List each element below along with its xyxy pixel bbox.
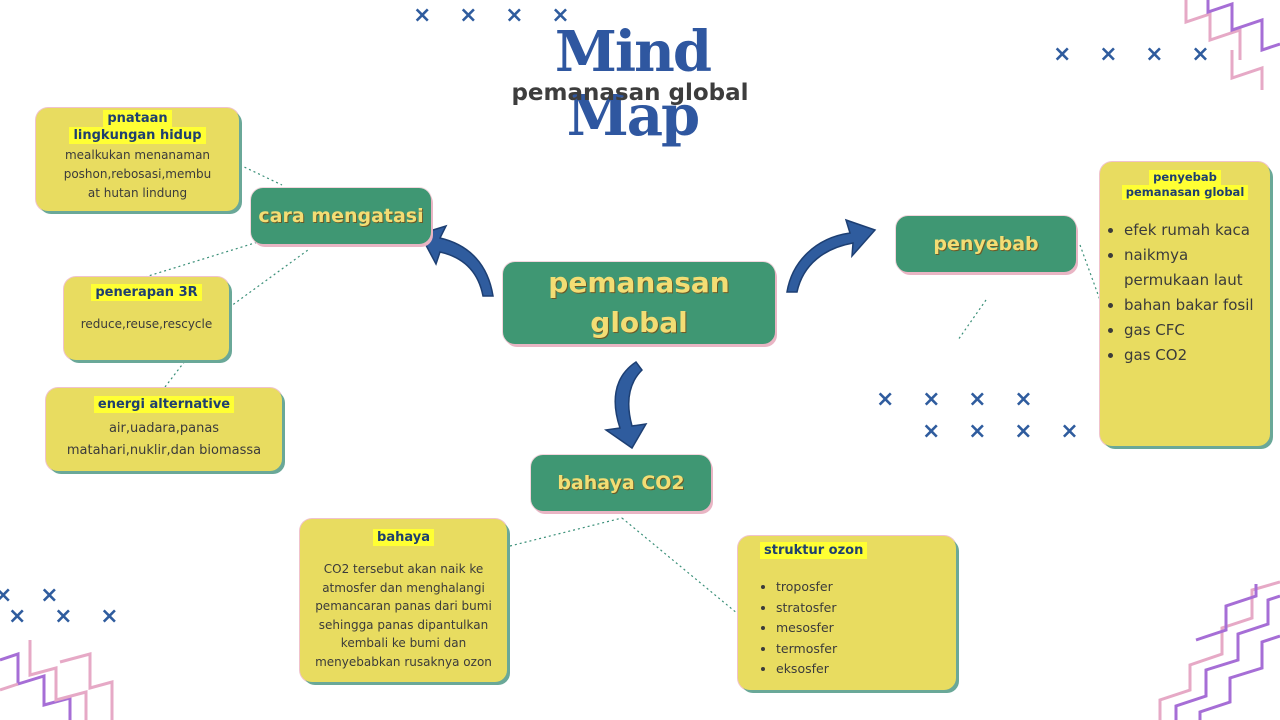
box-heading: pnataan bbox=[103, 110, 172, 127]
box-body-line: CO2 tersebut akan naik ke bbox=[323, 562, 484, 576]
cross-marks: × × bbox=[0, 583, 69, 608]
list-item: efek rumah kaca bbox=[1124, 218, 1270, 243]
box-heading: penerapan 3R bbox=[91, 284, 202, 301]
box-heading: bahaya bbox=[373, 529, 434, 546]
box-body-line: atmosfer dan menghalangi bbox=[322, 580, 485, 595]
branch-node-penyebab: penyebab bbox=[896, 216, 1076, 272]
connector-line bbox=[957, 299, 987, 341]
list-item: bahan bakar fosil bbox=[1124, 293, 1270, 318]
list-item: mesosfer bbox=[776, 618, 956, 639]
box-body-line: sehingga panas dipantulkan bbox=[318, 617, 489, 632]
box-body-line: menyebabkan rusaknya ozon bbox=[315, 654, 492, 669]
box-heading: lingkungan hidup bbox=[69, 127, 206, 144]
cross-marks: × × × × bbox=[922, 419, 1089, 444]
arrow-left-icon bbox=[418, 224, 494, 297]
center-node-line1: pemanasan bbox=[548, 266, 730, 299]
box-body-line: pemancaran panas dari bumi bbox=[315, 599, 492, 613]
page-title: Mind Map bbox=[554, 19, 712, 149]
box-body-line: poshon,rebosasi,membu bbox=[63, 167, 212, 181]
list-item: termosfer bbox=[776, 639, 956, 660]
connector-line bbox=[509, 517, 623, 547]
cross-marks: × × × × bbox=[876, 387, 1043, 412]
connector-line bbox=[239, 164, 283, 186]
info-box-penataan: pnataan lingkungan hidup mealkukan menan… bbox=[36, 108, 239, 211]
info-box-energi-alternative: energi alternative air,uadara,panas mata… bbox=[46, 388, 282, 471]
zigzag-decoration-bottom-left bbox=[0, 640, 114, 720]
list-item: gas CO2 bbox=[1124, 343, 1270, 368]
info-box-penerapan-3r: penerapan 3R reduce,reuse,rescycle bbox=[64, 277, 229, 360]
branch-node-cara-mengatasi: cara mengatasi bbox=[251, 188, 431, 244]
arrow-down-icon bbox=[604, 360, 648, 450]
page-subtitle: pemanasan global bbox=[511, 80, 749, 106]
box-body-line: at hutan lindung bbox=[87, 186, 188, 200]
arrow-right-icon bbox=[786, 218, 877, 293]
connector-line bbox=[164, 334, 206, 388]
info-box-penyebab: penyebab pemanasan global efek rumah kac… bbox=[1100, 162, 1270, 446]
box-heading: penyebab bbox=[1149, 170, 1221, 185]
box-body-line: matahari,nuklir,dan biomassa bbox=[66, 443, 262, 458]
list-item: troposfer bbox=[776, 577, 956, 598]
list-item: naikmya permukaan laut bbox=[1124, 243, 1270, 293]
list-item: stratosfer bbox=[776, 598, 956, 619]
info-box-struktur-ozon: struktur ozon troposfer stratosfer mesos… bbox=[738, 536, 956, 690]
box-heading: struktur ozon bbox=[760, 542, 868, 559]
box-heading: energi alternative bbox=[93, 396, 235, 413]
list-item: eksosfer bbox=[776, 659, 956, 680]
zigzag-decoration-top-right bbox=[1184, 0, 1280, 90]
branch-node-bahaya-co2: bahaya CO2 bbox=[531, 455, 711, 511]
center-node: pemanasan global bbox=[503, 262, 775, 344]
zigzag-decoration-bottom-right bbox=[1158, 580, 1280, 720]
box-body-line: reduce,reuse,rescycle bbox=[80, 317, 213, 331]
box-heading: pemanasan global bbox=[1121, 185, 1249, 200]
box-body-line: air,uadara,panas bbox=[108, 421, 220, 436]
connector-line bbox=[621, 517, 739, 615]
cross-marks: × × × × bbox=[413, 3, 580, 28]
info-box-bahaya: bahaya CO2 tersebut akan naik ke atmosfe… bbox=[300, 519, 507, 682]
box-body-line: kembali ke bumi dan bbox=[340, 636, 467, 650]
list-item: gas CFC bbox=[1124, 318, 1270, 343]
connector-line bbox=[144, 241, 259, 278]
box-body-line: mealkukan menanaman bbox=[64, 148, 211, 162]
center-node-line2: global bbox=[590, 306, 688, 339]
cross-marks: × × × × bbox=[1053, 42, 1220, 67]
connector-line bbox=[1079, 244, 1101, 301]
cross-marks: × × × bbox=[8, 604, 129, 629]
